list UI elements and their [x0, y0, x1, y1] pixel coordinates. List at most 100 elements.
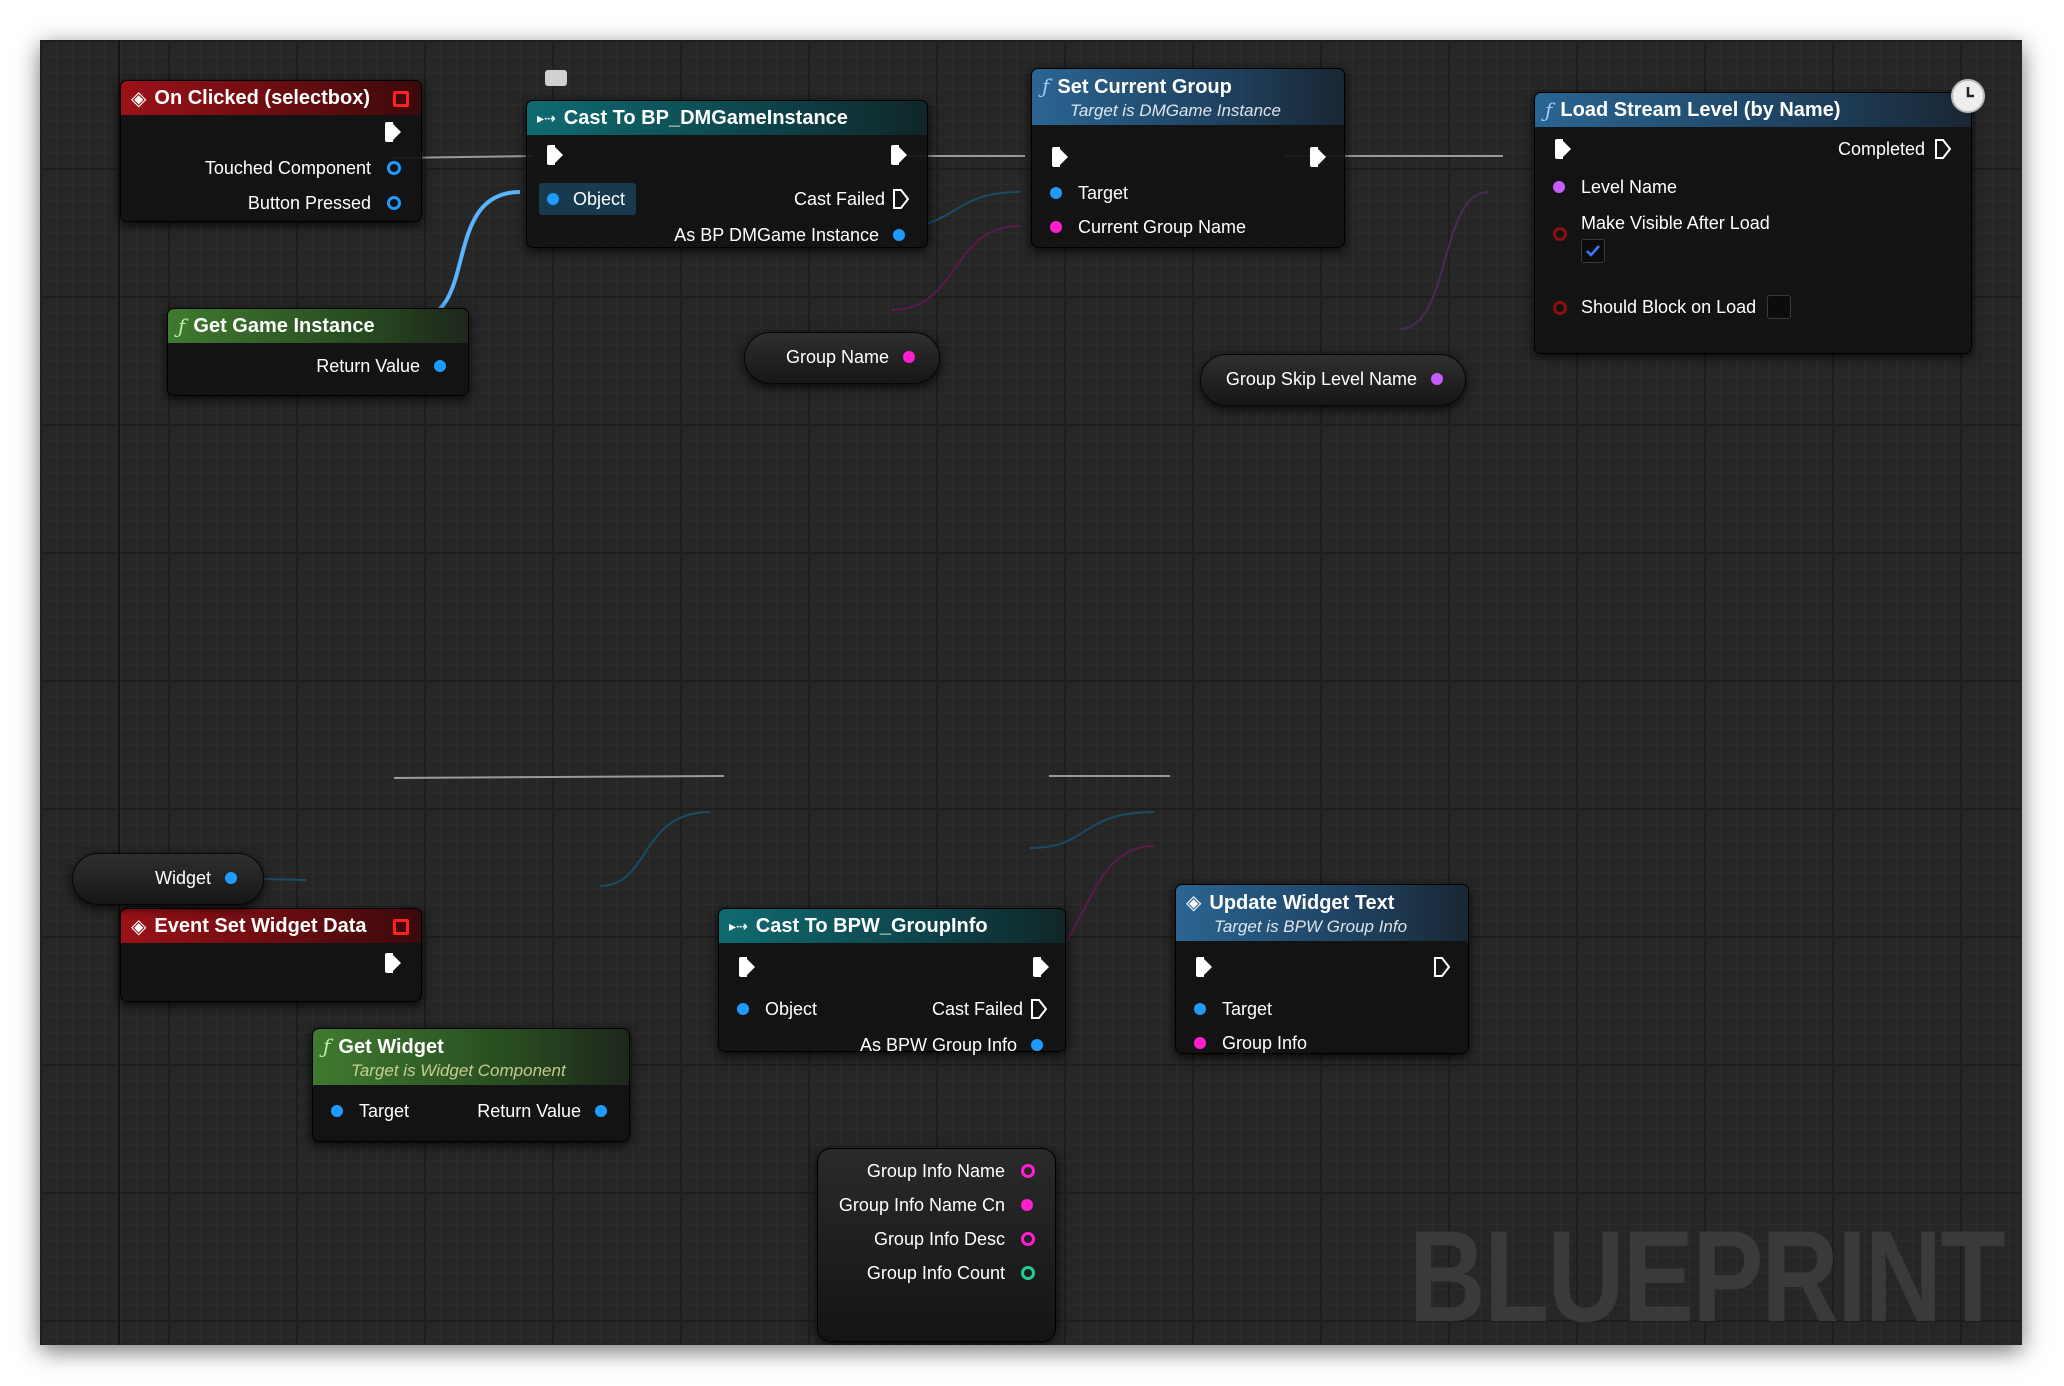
cast-failed-label: Cast Failed	[793, 189, 885, 209]
group-info-name-pin[interactable]	[1021, 1164, 1035, 1178]
return-value-label: Return Value	[316, 356, 420, 376]
target-pin[interactable]	[1194, 1003, 1206, 1015]
object-pin[interactable]	[547, 193, 559, 205]
on-clicked-event-node[interactable]: ◈ On Clicked (selectbox) Touched Compone…	[120, 80, 422, 222]
node-title: Cast To BP_DMGameInstance	[563, 106, 848, 129]
touched-component-label: Touched Component	[204, 158, 371, 178]
group-name-variable[interactable]: Group Name	[744, 332, 940, 384]
get-game-instance-node[interactable]: ƒ Get Game Instance Return Value	[167, 308, 469, 396]
group-skip-level-name-variable[interactable]: Group Skip Level Name	[1200, 354, 1466, 406]
target-pin[interactable]	[1050, 187, 1062, 199]
event-icon: ◈	[131, 915, 147, 938]
return-value-pin[interactable]	[595, 1105, 607, 1117]
level-name-pin[interactable]	[1553, 181, 1565, 193]
group-info-variables-node[interactable]: Group Info Name Group Info Name Cn Group…	[817, 1148, 1056, 1342]
as-bpw-group-info-pin[interactable]	[1031, 1039, 1043, 1051]
delegate-pin[interactable]	[393, 91, 409, 107]
cast-failed-exec-pin[interactable]	[893, 189, 909, 209]
object-pin[interactable]	[737, 1003, 749, 1015]
node-title: Update Widget Text	[1209, 891, 1395, 914]
group-skip-level-name-pin[interactable]	[1431, 373, 1443, 385]
cast-to-groupinfo-node[interactable]: ▸⇢ Cast To BPW_GroupInfo Object Cast Fai…	[718, 908, 1066, 1055]
node-subtitle: Target is DMGame Instance	[1070, 100, 1282, 120]
exec-in-pin[interactable]	[547, 145, 563, 165]
load-stream-level-node[interactable]: ƒ Load Stream Level (by Name) Completed …	[1534, 79, 1985, 354]
group-info-count-pin[interactable]	[1021, 1266, 1035, 1280]
event-set-widget-data-node[interactable]: ◈ Event Set Widget Data	[120, 908, 422, 1002]
checkbox-check-icon	[1586, 245, 1600, 257]
current-group-name-pin[interactable]	[1050, 221, 1062, 233]
group-info-desc-label: Group Info Desc	[873, 1229, 1005, 1249]
variable-label: Group Skip Level Name	[1225, 369, 1417, 389]
exec-out-pin[interactable]	[891, 145, 907, 165]
group-info-desc-pin[interactable]	[1021, 1232, 1035, 1246]
widget-variable[interactable]: Widget	[72, 853, 264, 905]
exec-in-pin[interactable]	[1052, 147, 1068, 167]
button-pressed-pin[interactable]	[387, 196, 401, 210]
variable-label: Group Name	[785, 347, 889, 367]
function-icon: ƒ	[1042, 73, 1050, 98]
should-block-checkbox[interactable]	[1767, 295, 1791, 319]
group-name-pin[interactable]	[903, 351, 915, 363]
object-label: Object	[573, 189, 626, 209]
node-header: ◈ Event Set Widget Data	[121, 909, 421, 943]
node-subtitle: Target is Widget Component	[351, 1060, 566, 1080]
node-title: On Clicked (selectbox)	[154, 86, 371, 109]
exec-out-pin[interactable]	[385, 122, 401, 142]
node-header: ƒ Load Stream Level (by Name)	[1535, 93, 1971, 127]
as-dmgame-instance-pin[interactable]	[893, 229, 905, 241]
widget-pin[interactable]	[225, 872, 237, 884]
function-icon: ƒ	[178, 314, 186, 338]
exec-out-pin[interactable]	[1310, 147, 1326, 167]
button-pressed-label: Button Pressed	[247, 193, 371, 213]
exec-in-pin[interactable]	[1555, 139, 1571, 159]
node-header: ƒ Get Game Instance	[168, 309, 468, 343]
target-pin[interactable]	[331, 1105, 343, 1117]
node-title: Set Current Group	[1057, 75, 1232, 98]
touched-component-pin[interactable]	[387, 161, 401, 175]
group-info-name-cn-label: Group Info Name Cn	[838, 1195, 1005, 1215]
string-wire	[890, 225, 1021, 311]
exec-in-pin[interactable]	[739, 957, 755, 977]
return-value-pin[interactable]	[434, 360, 446, 372]
should-block-pin[interactable]	[1553, 301, 1567, 315]
variable-label: Widget	[154, 868, 211, 888]
comment-icon[interactable]	[545, 70, 567, 86]
cast-to-dmgameinstance-node[interactable]: ▸⇢ Cast To BP_DMGameInstance Object Cast…	[526, 100, 928, 248]
delegate-pin[interactable]	[393, 919, 409, 935]
cast-failed-exec-pin[interactable]	[1031, 999, 1047, 1019]
object-label: Object	[765, 999, 818, 1019]
should-block-label: Should Block on Load	[1581, 297, 1757, 317]
cast-icon: ▸⇢	[537, 109, 556, 126]
target-label: Target	[1078, 183, 1129, 203]
node-subtitle: Target is BPW Group Info	[1214, 916, 1408, 936]
as-dmgame-instance-label: As BP DMGame Instance	[674, 225, 879, 245]
make-visible-pin[interactable]	[1553, 227, 1567, 241]
node-header: ƒ Set Current Group Target is DMGame Inst…	[1032, 69, 1344, 125]
set-current-group-node[interactable]: ƒ Set Current Group Target is DMGame Inst…	[1031, 68, 1345, 248]
level-name-label: Level Name	[1581, 177, 1678, 197]
node-title: Event Set Widget Data	[154, 914, 367, 937]
function-icon: ƒ	[1545, 98, 1553, 122]
node-title: Get Game Instance	[193, 314, 375, 337]
make-visible-checkbox[interactable]	[1581, 239, 1605, 263]
node-title: Cast To BPW_GroupInfo	[755, 914, 988, 937]
event-icon: ◈	[131, 87, 147, 110]
group-info-pin[interactable]	[1194, 1037, 1206, 1049]
node-title: Get Widget	[338, 1035, 444, 1058]
target-label: Target	[1222, 999, 1273, 1019]
event-icon: ◈	[1186, 891, 1202, 914]
exec-out-pin[interactable]	[1033, 957, 1049, 977]
completed-exec-pin[interactable]	[1935, 139, 1951, 159]
exec-out-pin[interactable]	[1434, 957, 1450, 977]
node-header: ƒ Get Widget Target is Widget Component	[313, 1029, 629, 1085]
blueprint-graph[interactable]: ◈ On Clicked (selectbox) Touched Compone…	[40, 40, 2022, 1345]
get-widget-node[interactable]: ƒ Get Widget Target is Widget Component T…	[312, 1028, 630, 1142]
exec-wire	[393, 775, 725, 779]
exec-in-pin[interactable]	[1196, 957, 1212, 977]
update-widget-text-node[interactable]: ◈ Update Widget Text Target is BPW Group …	[1175, 884, 1469, 1054]
group-info-name-cn-pin[interactable]	[1021, 1199, 1033, 1211]
exec-out-pin[interactable]	[385, 953, 401, 973]
function-icon: ƒ	[323, 1033, 331, 1058]
return-value-label: Return Value	[477, 1101, 581, 1121]
